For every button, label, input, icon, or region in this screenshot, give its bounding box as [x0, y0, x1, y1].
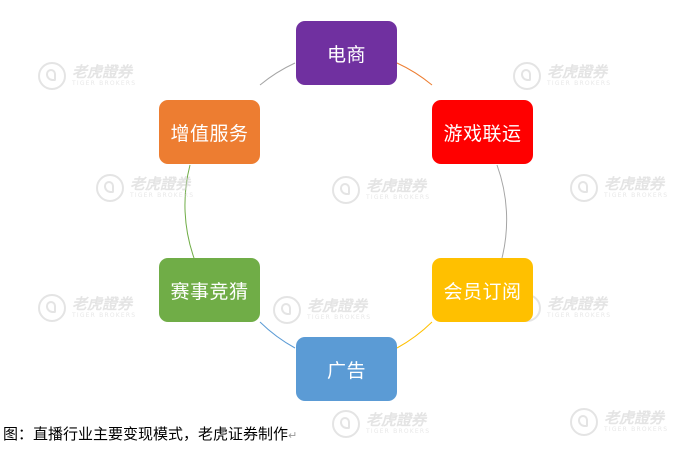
watermark-cn: 老虎證券 — [72, 295, 133, 313]
watermark-cn: 老虎證券 — [72, 63, 133, 81]
watermark-en: TIGER BROKERS — [604, 192, 669, 199]
watermark-en: TIGER BROKERS — [366, 194, 431, 201]
watermark-logo — [332, 176, 360, 204]
watermark-en: TIGER BROKERS — [366, 428, 431, 435]
watermark-cn: 老虎證券 — [307, 297, 368, 315]
watermark-logo — [273, 296, 301, 324]
watermark-cn: 老虎證券 — [366, 177, 427, 195]
node-value-added: 增值服务 — [159, 100, 260, 164]
edge-ads-betting — [259, 321, 296, 349]
watermark-logo — [38, 294, 66, 322]
watermark-en: TIGER BROKERS — [130, 192, 195, 199]
watermark-logo — [96, 174, 124, 202]
watermark-logo — [570, 174, 598, 202]
caption-text: 图：直播行业主要变现模式，老虎证券制作 — [3, 425, 289, 443]
watermark-en: TIGER BROKERS — [72, 80, 137, 87]
node-betting: 赛事竞猜 — [159, 258, 260, 322]
watermark-en: TIGER BROKERS — [547, 312, 612, 319]
watermark-logo — [570, 408, 598, 436]
watermark-cn: 老虎證券 — [547, 295, 608, 313]
node-game: 游戏联运 — [432, 100, 533, 164]
edge-value-added-ecommerce — [259, 62, 296, 86]
edge-betting-value-added — [184, 164, 195, 259]
edge-game-membership — [496, 164, 508, 259]
watermark-cn: 老虎證券 — [130, 175, 191, 193]
node-ads: 广告 — [296, 337, 397, 401]
node-ecommerce: 电商 — [296, 21, 397, 85]
edge-ecommerce-game — [396, 62, 433, 86]
edge-membership-ads — [396, 321, 433, 349]
watermark-en: TIGER BROKERS — [547, 80, 612, 87]
paragraph-mark-icon: ↵ — [288, 429, 298, 442]
watermark-en: TIGER BROKERS — [307, 314, 372, 321]
watermark-logo — [38, 62, 66, 90]
watermark-cn: 老虎證券 — [604, 409, 665, 427]
watermark-cn: 老虎證券 — [366, 411, 427, 429]
watermark-logo — [332, 410, 360, 438]
watermark-cn: 老虎證券 — [604, 175, 665, 193]
node-membership: 会员订阅 — [432, 258, 533, 322]
caption: 图：直播行业主要变现模式，老虎证券制作↵ — [3, 423, 297, 444]
watermark-en: TIGER BROKERS — [72, 312, 137, 319]
watermark-en: TIGER BROKERS — [604, 426, 669, 433]
watermark-logo — [513, 62, 541, 90]
watermark-cn: 老虎證券 — [547, 63, 608, 81]
